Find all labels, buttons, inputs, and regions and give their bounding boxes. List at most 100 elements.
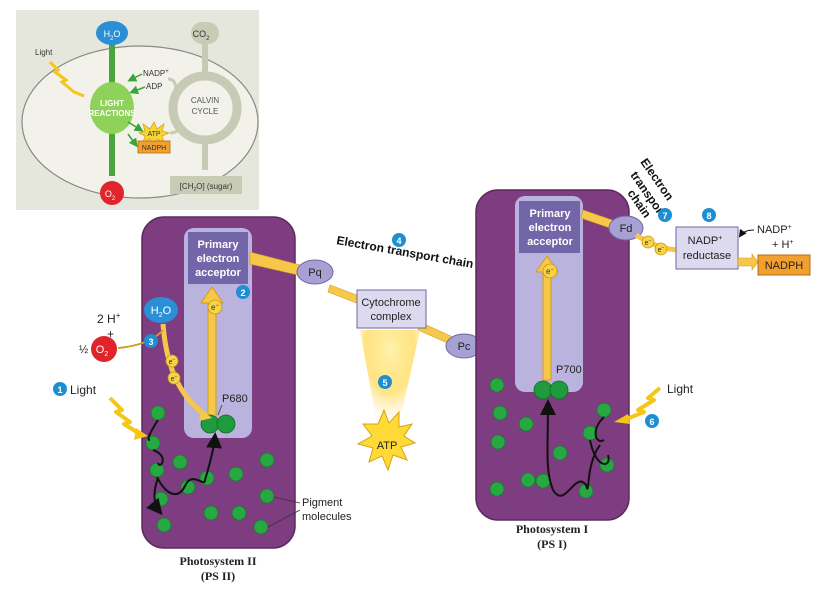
step-marker-4: 4 bbox=[392, 233, 406, 247]
ps1-p700-left bbox=[533, 380, 553, 400]
inset-oxygen-label: O2 bbox=[105, 189, 116, 202]
co2-label: CO2 bbox=[193, 29, 211, 42]
step-marker-8: 8 bbox=[702, 208, 716, 222]
inset-adp-label: ADP bbox=[146, 82, 162, 91]
ps1-electron bbox=[542, 263, 558, 279]
ps1-pigments bbox=[489, 377, 615, 499]
ps2-water-electron-1 bbox=[165, 354, 179, 368]
pigment-molecule bbox=[180, 479, 196, 495]
ps1-acceptor-label-1: Primary bbox=[530, 208, 572, 220]
ps1-acceptor-label-2: electron bbox=[529, 222, 572, 234]
svg-text:7: 7 bbox=[662, 211, 667, 221]
pigment-molecule bbox=[535, 473, 551, 489]
ps2-water-electron-2-label: e− bbox=[171, 374, 178, 383]
inset-nadp-arrow bbox=[127, 73, 143, 82]
atp-star bbox=[356, 408, 417, 472]
pigment-molecule bbox=[489, 377, 505, 393]
ps2-oxygen-bubble bbox=[91, 336, 117, 362]
step-marker-5: 5 bbox=[378, 375, 392, 389]
ps1-acceptor-label-3: acceptor bbox=[527, 236, 574, 248]
ps2-p680-label: P680 bbox=[222, 393, 248, 405]
reductase-label-1: NADP+ bbox=[688, 235, 723, 247]
photosystem-i: Primary electron acceptor e− P700 Photos… bbox=[475, 189, 630, 551]
inset-nadph-label: NADPH bbox=[142, 145, 167, 152]
pc-label: Pc bbox=[458, 341, 471, 353]
ps2-primary-acceptor bbox=[188, 232, 248, 284]
ps2-water-electron-1-label: e− bbox=[169, 357, 176, 366]
ps2-acceptor-label-3: acceptor bbox=[195, 267, 242, 279]
pigment-molecule bbox=[259, 452, 275, 468]
ps1-p700-label: P700 bbox=[556, 364, 582, 376]
inset-water-bubble bbox=[96, 21, 128, 45]
pigment-molecule bbox=[596, 402, 612, 418]
ps2-light-input: Light bbox=[70, 383, 148, 440]
light-reactions-label-1: LIGHT bbox=[100, 99, 124, 108]
plus-label: + bbox=[107, 327, 114, 341]
ps2-excitation-arrow bbox=[200, 286, 224, 421]
ps2-energy-transfer-path bbox=[147, 419, 215, 496]
calvin-label-1: CALVIN bbox=[191, 96, 220, 105]
inset-nadph-box bbox=[137, 140, 171, 154]
ps1-title-1: Photosystem I bbox=[516, 522, 589, 536]
second-transport-chain: Electron transport chain Fd e− e− NADP+ … bbox=[580, 156, 811, 276]
inset-light-bolt bbox=[48, 60, 85, 98]
chloroplast-outline bbox=[21, 45, 259, 199]
pq-label: Pq bbox=[308, 267, 321, 279]
pigment-label-1: Pigment bbox=[302, 497, 342, 509]
pigment-molecule bbox=[552, 445, 568, 461]
pigment-molecule bbox=[520, 472, 536, 488]
photosystem-ii: Primary electron acceptor e− P680 H2O e−… bbox=[117, 216, 352, 583]
inset-atp-to-calvin bbox=[169, 121, 182, 135]
cytochrome-complex bbox=[356, 289, 427, 329]
step-markers: 1 2 3 4 5 6 7 8 bbox=[53, 208, 716, 428]
ps2-p680-right bbox=[216, 414, 236, 434]
inset-calvin-to-nadp bbox=[167, 77, 178, 91]
ps1-energy-transfer-path bbox=[547, 403, 610, 497]
pigment-molecule bbox=[490, 434, 506, 450]
atp-label: ATP bbox=[377, 440, 398, 452]
light-label-1: Light bbox=[70, 383, 97, 397]
cyto-label-2: complex bbox=[371, 311, 412, 323]
ps2-acceptor-label-1: Primary bbox=[198, 239, 240, 251]
inset-oxygen-bubble bbox=[100, 181, 124, 205]
inset-adp-arrow bbox=[129, 85, 146, 95]
step-marker-6: 6 bbox=[645, 414, 659, 428]
cyto-label-1: Cytochrome bbox=[361, 297, 420, 309]
pigment-molecule bbox=[492, 405, 508, 421]
inset-atp-star bbox=[137, 121, 171, 147]
pigment-molecule bbox=[231, 505, 247, 521]
sugar-box bbox=[170, 176, 242, 194]
pigment-molecule bbox=[518, 416, 534, 432]
pigment-molecule bbox=[149, 462, 165, 478]
light-reactions-label-2: REACTIONS bbox=[88, 109, 136, 118]
svg-text:5: 5 bbox=[382, 378, 387, 388]
pigment-molecule bbox=[489, 481, 505, 497]
pigment-molecule bbox=[253, 519, 269, 535]
chloroplast-inset: CALVIN CYCLE CO2 [CH2O] (sugar) LIGHT RE… bbox=[16, 10, 259, 210]
inset-nadp-label: NADP+ bbox=[143, 69, 169, 78]
pigment-leader-2 bbox=[267, 509, 301, 528]
nadp-reductase bbox=[675, 226, 739, 270]
ps2-energy-transfer-branch bbox=[146, 477, 163, 516]
nadph-box bbox=[757, 254, 811, 276]
ps2-electron-label: e− bbox=[211, 303, 219, 312]
ps1-light-input: Light bbox=[614, 382, 694, 424]
reductase-output-arrow bbox=[737, 253, 759, 271]
svg-text:4: 4 bbox=[396, 236, 401, 246]
fd-label: Fd bbox=[620, 223, 633, 235]
pigment-molecule bbox=[599, 457, 615, 473]
water-products: 2 H+ + ½ O2 bbox=[79, 311, 121, 362]
fd-electron-1-label: e− bbox=[645, 238, 652, 247]
ps2-light-bolt-head bbox=[134, 428, 148, 440]
hplus-label: 2 H+ bbox=[97, 311, 121, 326]
light-reactions-blob bbox=[90, 82, 134, 134]
ps1-title-2: (PS I) bbox=[537, 537, 567, 551]
inset-light-label: Light bbox=[35, 48, 53, 57]
ps2-title-1: Photosystem II bbox=[180, 554, 257, 568]
pigment-leader-1 bbox=[273, 496, 301, 504]
hplus-in-label: + H+ bbox=[772, 239, 794, 251]
svg-text:2: 2 bbox=[240, 288, 245, 298]
step-marker-1: 1 bbox=[53, 382, 67, 396]
